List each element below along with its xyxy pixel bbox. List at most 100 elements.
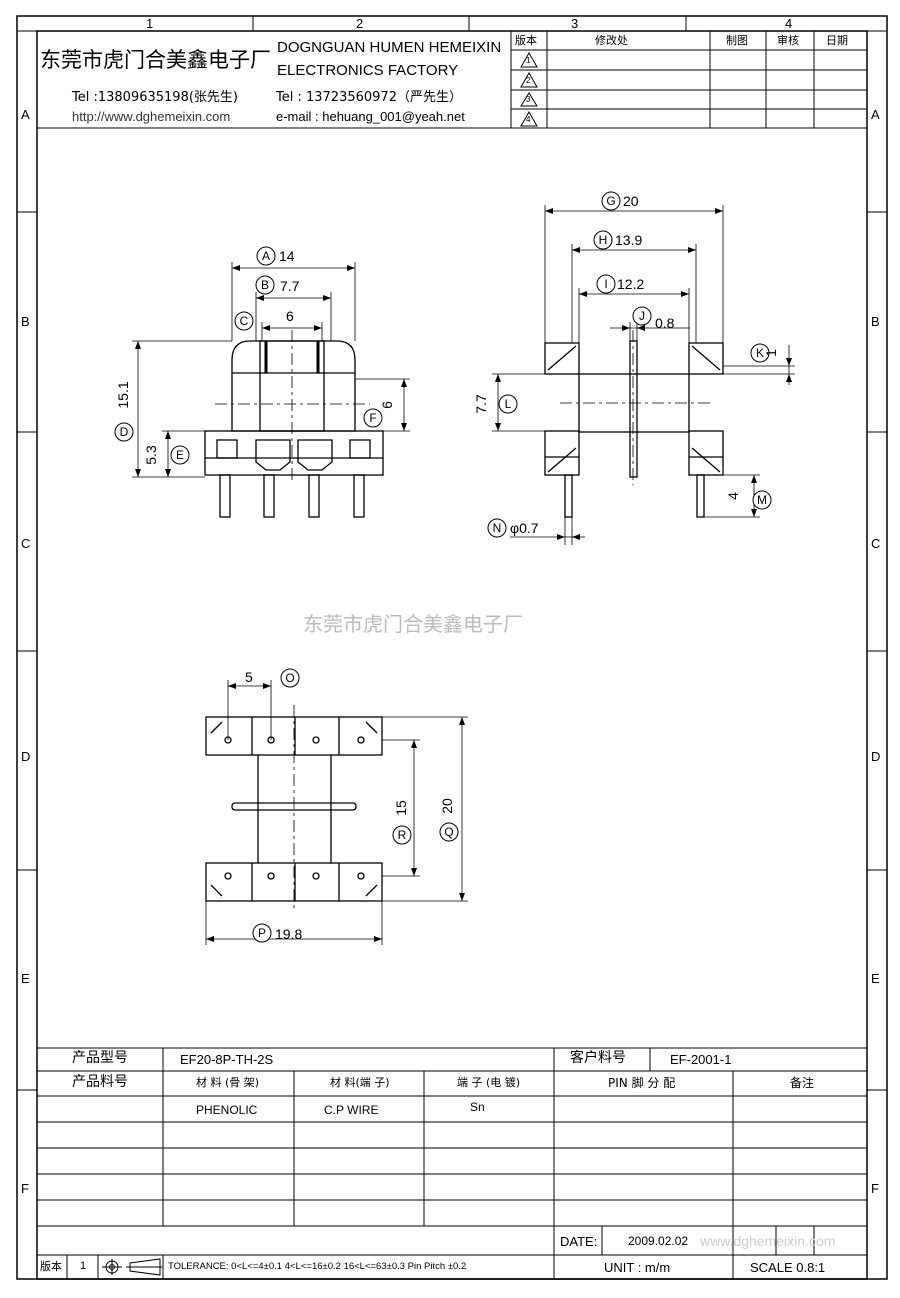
dim-callout-letter: C — [240, 314, 249, 328]
dim-callout-letter: Q — [444, 825, 453, 839]
rev-header-date: 日期 — [826, 34, 848, 47]
dim-callout-circle — [750, 343, 770, 363]
rev-number: 2 — [526, 76, 531, 85]
rev-header-drawn: 制图 — [726, 34, 748, 47]
dim-value: 14 — [279, 248, 295, 264]
contact-tel-1: Tel :13809635198(张先生) — [72, 90, 238, 105]
dim-callout-circle — [487, 518, 507, 538]
dimension-arrows — [135, 208, 792, 942]
dim-value: 7.7 — [280, 278, 300, 294]
row-label: E — [21, 971, 30, 986]
column-label: 4 — [785, 16, 793, 31]
dim-value: φ0.7 — [510, 520, 539, 536]
dim-callout-letter: F — [369, 411, 376, 425]
watermark: 东莞市虎门合美鑫电子厂 — [303, 612, 523, 636]
company-name-en-2: ELECTRONICS FACTORY — [277, 62, 459, 79]
dim-callout-circle — [752, 490, 772, 510]
row-label: C — [871, 536, 881, 551]
date-label: DATE: — [560, 1234, 598, 1249]
column-label: 3 — [571, 16, 579, 31]
row-label: D — [871, 749, 881, 764]
dim-callout-circle — [280, 668, 300, 688]
dim-callout-letter: N — [493, 521, 502, 535]
customer-part-value: EF-2001-1 — [670, 1052, 732, 1067]
company-name-cn: 东莞市虎门合美鑫电子厂 — [40, 48, 271, 72]
dim-callout-circle — [601, 191, 621, 211]
contact-email[interactable]: e-mail : hehuang_001@yeah.net — [276, 109, 465, 124]
dim-value: 1 — [763, 349, 779, 357]
side-view — [544, 330, 724, 518]
dim-value: 5 — [245, 669, 253, 685]
dim-callout-letter: K — [756, 346, 764, 360]
dim-value: 6 — [379, 401, 395, 409]
rev-number: 4 — [526, 115, 531, 124]
dim-value: 4 — [725, 492, 741, 500]
row-label: D — [21, 749, 31, 764]
website-link[interactable]: http://www.dghemeixin.com — [72, 109, 231, 124]
dim-callout-letter: G — [606, 194, 615, 208]
material-frame-value: PHENOLIC — [196, 1103, 258, 1117]
dim-value: 20 — [623, 193, 639, 209]
dim-value: 15 — [393, 800, 409, 816]
pin-plating-value: Sn — [470, 1100, 485, 1114]
scale: SCALE 0.8:1 — [750, 1260, 826, 1275]
dim-callout-letter: D — [120, 425, 129, 439]
col-material-frame: 材 料 (骨 架) — [196, 1076, 260, 1089]
dim-value: 19.8 — [275, 926, 302, 942]
version-value: 1 — [80, 1260, 87, 1272]
company-name-en-1: DOGNGUAN HUMEN HEMEIXIN — [277, 39, 502, 56]
dim-value: 5.3 — [143, 445, 159, 465]
col-remark: 备注 — [790, 1076, 815, 1090]
rev-number: 1 — [526, 56, 531, 65]
dim-callout-circle — [256, 246, 276, 266]
bottom-view — [205, 705, 383, 910]
column-label: 2 — [356, 16, 364, 31]
dimension-lines — [132, 205, 795, 945]
tolerance-note: TOLERANCE: 0<L<=4±0.1 4<L<=16±0.2 16<L<=… — [168, 1261, 467, 1272]
row-label: B — [871, 314, 880, 329]
row-label: A — [21, 107, 30, 122]
dim-value: 0.8 — [655, 315, 675, 331]
col-pin-assign: PIN 脚 分 配 — [608, 1076, 676, 1090]
model-value: EF20-8P-TH-2S — [180, 1052, 274, 1067]
dim-callout-circle — [114, 422, 134, 442]
dim-callout-letter: L — [505, 397, 512, 411]
row-label: A — [871, 107, 880, 122]
dim-callout-circle — [596, 274, 616, 294]
dim-value: 15.1 — [115, 381, 131, 408]
front-view — [204, 330, 384, 518]
dim-callout-circle — [234, 311, 254, 331]
col-pin-plating: 端 子 (电 镀) — [457, 1076, 521, 1089]
watermark-url: www.dghemeixin.com — [700, 1233, 836, 1249]
column-label: 1 — [146, 16, 154, 31]
date-value: 2009.02.02 — [628, 1234, 689, 1248]
dim-callout-letter: A — [262, 249, 270, 263]
dim-callout-letter: P — [258, 926, 266, 940]
dim-callout-circle — [252, 923, 272, 943]
dim-callout-letter: I — [604, 277, 607, 291]
row-label: F — [871, 1181, 879, 1196]
rev-number: 3 — [526, 95, 531, 104]
dim-callout-circle — [498, 394, 518, 414]
dim-value: 12.2 — [617, 276, 644, 292]
dim-callout-circle — [632, 306, 652, 326]
dim-callout-circle — [439, 822, 459, 842]
model-label: 产品型号 — [72, 1050, 128, 1066]
dim-callout-letter: H — [599, 233, 608, 247]
row-label: B — [21, 314, 30, 329]
dim-callout-letter: R — [398, 828, 407, 842]
dim-callout-circle — [363, 408, 383, 428]
unit: UNIT : m/m — [604, 1260, 671, 1275]
dim-callout-circle — [170, 445, 190, 465]
dim-callout-letter: J — [639, 309, 645, 323]
dim-callout-circle — [593, 230, 613, 250]
material-pin-value: C.P WIRE — [324, 1103, 379, 1117]
row-label: C — [21, 536, 31, 551]
col-material-pin: 材 料(端 子) — [330, 1076, 390, 1089]
dim-callout-letter: M — [757, 493, 767, 507]
row-label: F — [21, 1181, 29, 1196]
dim-callout-circle — [392, 825, 412, 845]
